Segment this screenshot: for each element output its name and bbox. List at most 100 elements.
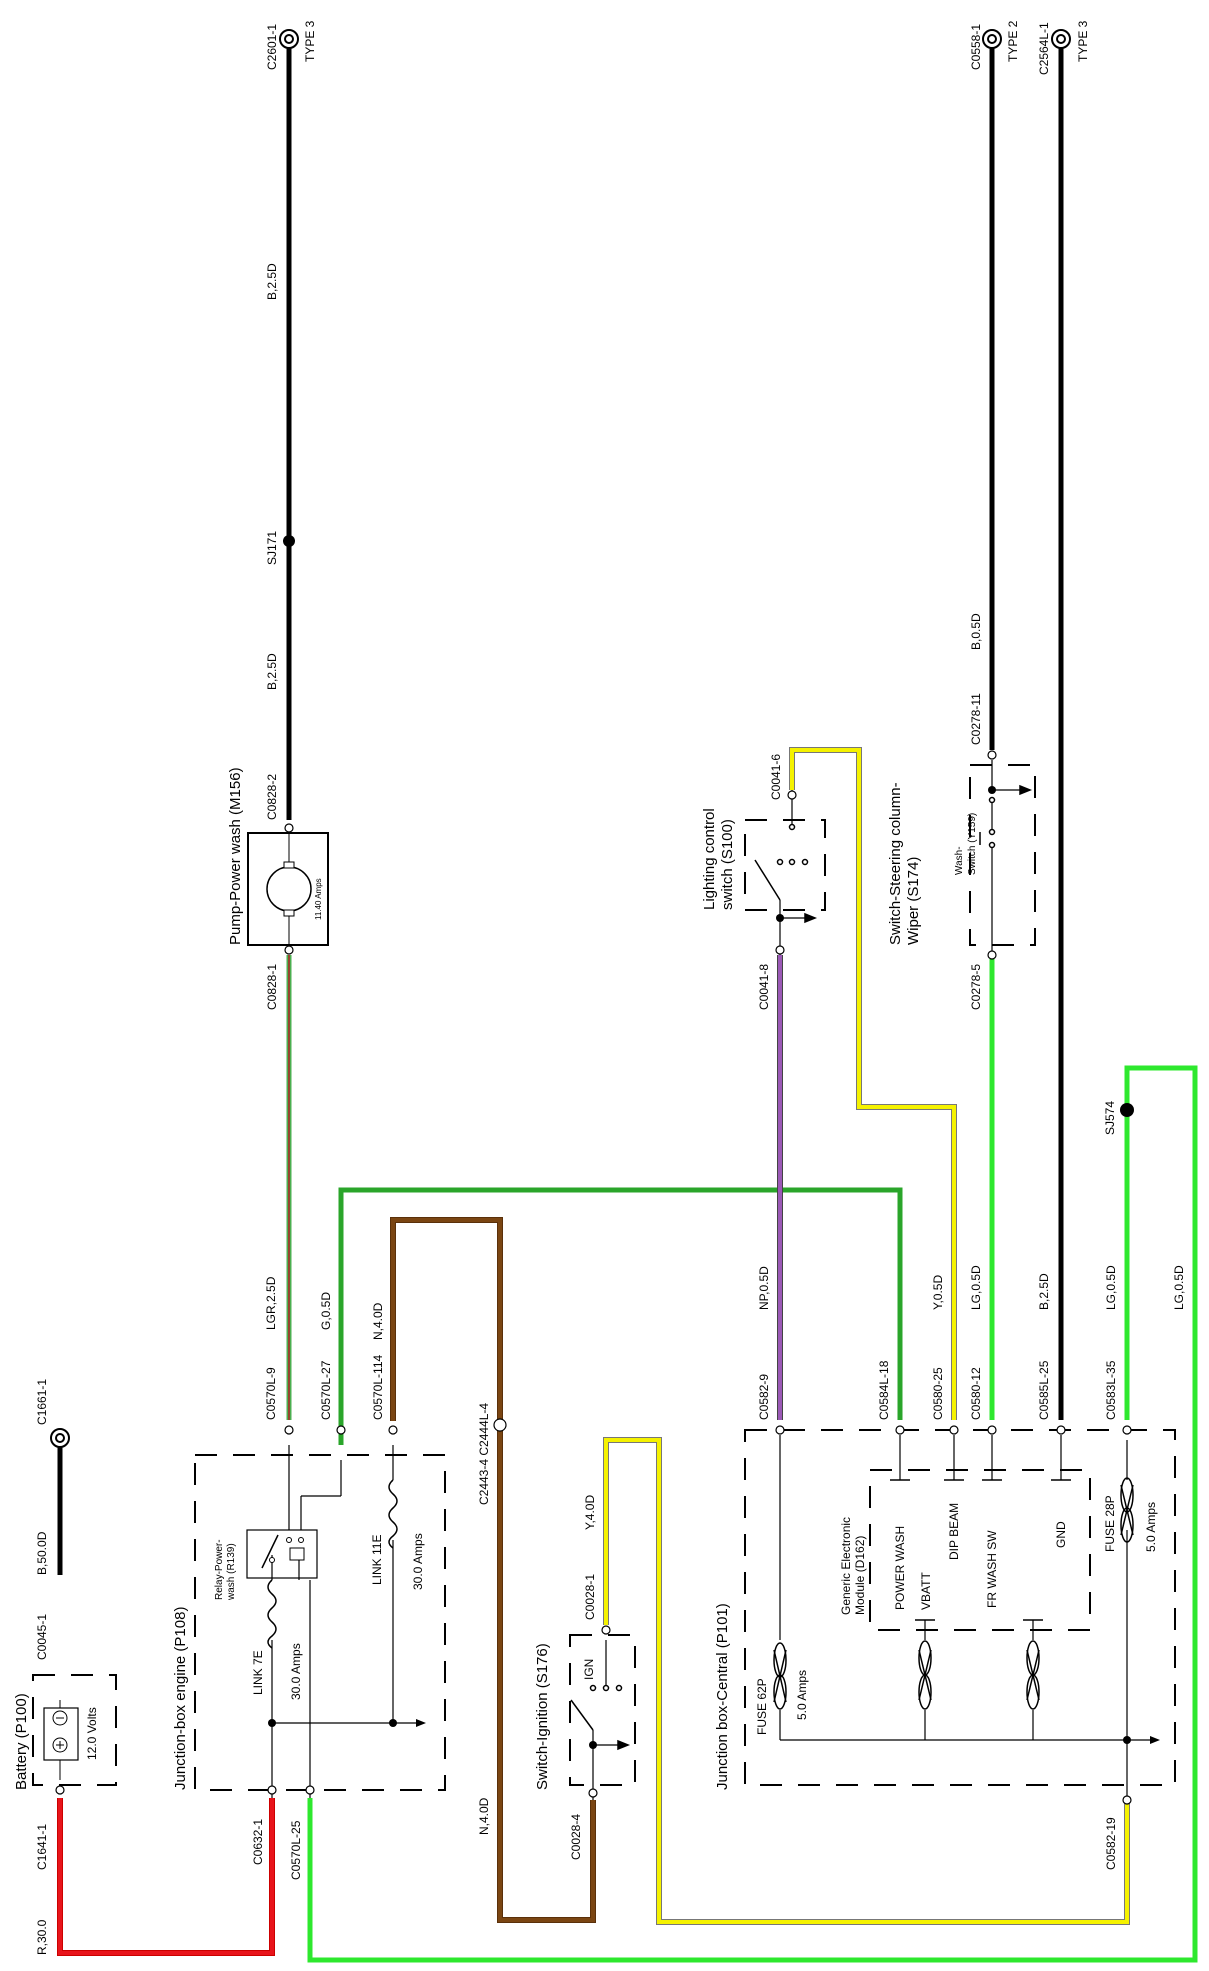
conn-c0041-6: C0041-6 <box>769 754 783 800</box>
labels: Battery (P100) 12.0 Volts Junction-box e… <box>13 20 1186 1955</box>
wire-green-g05 <box>338 1187 903 1445</box>
battery-symbol <box>43 1700 79 1780</box>
conn-type3-a: TYPE 3 <box>303 20 317 62</box>
relay-label-1: Relay-Power- <box>214 1539 225 1600</box>
relay-label-2: wash (R139) <box>226 1543 237 1601</box>
conn-c0583l-35: C0583L-35 <box>1104 1360 1118 1420</box>
conn-c0632-1: C0632-1 <box>251 1819 265 1865</box>
wire-n40-b-label: N,4.0D <box>477 1797 491 1835</box>
connector-pins <box>55 750 1132 1805</box>
conn-c0580-12: C0580-12 <box>969 1367 983 1420</box>
module-pins <box>890 1479 1071 1621</box>
conn-c0570l-27: C0570L-27 <box>319 1360 333 1420</box>
wash-switch-1: Wash- <box>954 846 965 875</box>
fuse62p-rating: 5.0 Amps <box>795 1670 809 1720</box>
module-label-2: Module (D162) <box>853 1536 867 1615</box>
link7e-name: LINK 7E <box>251 1650 265 1695</box>
battery-voltage: 12.0 Volts <box>85 1707 99 1760</box>
conn-c0045-1: C0045-1 <box>35 1614 49 1660</box>
battery-box <box>32 1674 117 1786</box>
wire-g05-label: G,0.5D <box>319 1292 333 1330</box>
conn-c0582-9: C0582-9 <box>757 1374 771 1420</box>
conn-c2564l-1: C2564L-1 <box>1037 22 1051 75</box>
component-boxes <box>32 764 1176 1791</box>
lighting-title-2: switch (S100) <box>719 819 736 910</box>
wire-yellow-y05 <box>789 747 957 1420</box>
conn-c0278-11: C0278-11 <box>969 693 983 745</box>
wire-n40-a-label: N,4.0D <box>371 1302 385 1340</box>
conn-c0570l-9: C0570L-9 <box>264 1367 278 1420</box>
link-7e <box>267 1579 277 1649</box>
wire-lg05-a-label: LG,0.5D <box>969 1265 983 1310</box>
conn-c0558-1: C0558-1 <box>969 24 983 70</box>
wash-switch-2: Switch (Y159) <box>967 813 978 875</box>
conn-c1641-1: C1641-1 <box>35 1824 49 1870</box>
relay-symbol <box>246 1529 318 1579</box>
central-box <box>744 1429 1176 1786</box>
pin-vbatt: VBATT <box>919 1572 933 1610</box>
wire-b05-label: B,0.5D <box>969 613 983 650</box>
fuse28p-rating: 5.0 Amps <box>1144 1502 1158 1552</box>
conn-c1661-1: C1661-1 <box>35 1379 49 1425</box>
splice-sj574 <box>1120 1103 1134 1117</box>
fuse62p-name: FUSE 62P <box>755 1678 769 1735</box>
wire-y05-label: Y,0.5D <box>931 1275 945 1310</box>
conn-c0570l-25: C0570L-25 <box>289 1820 303 1880</box>
pump-title: Pump-Power wash (M156) <box>227 767 244 945</box>
wash-switch <box>979 784 1033 849</box>
pump-motor <box>247 832 329 946</box>
conn-c0584l-18: C0584L-18 <box>877 1360 891 1420</box>
fuse-62p <box>773 1642 787 1710</box>
ignition-title: Switch-Ignition (S176) <box>534 1643 551 1790</box>
internal-lines <box>271 760 1150 1800</box>
lighting-title-1: Lighting control <box>701 808 718 910</box>
wire-lgr25-label: LGR,2.5D <box>264 1276 278 1330</box>
wire-b50-label: B,50.0D <box>35 1531 49 1575</box>
conn-c0028-4: C0028-4 <box>569 1814 583 1860</box>
fuse28p-name: FUSE 28P <box>1103 1495 1117 1552</box>
ignition-box <box>569 1634 636 1786</box>
pin-gnd: GND <box>1054 1521 1068 1548</box>
fuse-module-fr <box>1026 1640 1040 1710</box>
wire-np05-label: NP,0.5D <box>757 1266 771 1310</box>
wire-b25-c-label: B,2.5D <box>265 263 279 300</box>
conn-c2443-4: C2443-4 C2444L-4 <box>477 1403 491 1505</box>
conn-c0828-2: C0828-2 <box>265 774 279 820</box>
conn-type3-b: TYPE 3 <box>1076 20 1090 62</box>
battery-title: Battery (P100) <box>13 1693 30 1790</box>
wire-yellow-y40 <box>603 1437 1130 1925</box>
wire-b25-a-label: B,2.5D <box>1037 1273 1051 1310</box>
conn-type2: TYPE 2 <box>1006 20 1020 62</box>
lighting-switch <box>754 823 818 924</box>
wire-red-r30 <box>57 1798 275 1956</box>
conn-c0585l-25: C0585L-25 <box>1037 1360 1051 1420</box>
pin-fr-wash-sw: FR WASH SW <box>985 1530 999 1608</box>
conn-c0570l-114: C0570L-114 <box>371 1355 385 1420</box>
splice-dots <box>268 535 1134 1749</box>
link7e-rating: 30.0 Amps <box>289 1643 303 1700</box>
steering-title-2: Wiper (S174) <box>905 857 922 945</box>
junction-engine-box <box>194 1454 446 1791</box>
steering-title-1: Switch-Steering column- <box>887 782 904 945</box>
wire-r30-label: R,30.0 <box>35 1919 49 1955</box>
ignition-ign: IGN <box>582 1659 596 1680</box>
fuse-module-vbatt <box>918 1640 932 1710</box>
module-label-1: Generic Electronic <box>839 1517 853 1615</box>
ground-arrows <box>416 1719 1160 1744</box>
lighting-box <box>744 819 826 911</box>
conn-c0028-1: C0028-1 <box>583 1574 597 1620</box>
splice-sj574-label: SJ574 <box>1103 1101 1117 1135</box>
wire-b25-b-label: B,2.5D <box>265 653 279 690</box>
pump-rating: 11.40 Amps <box>314 878 323 920</box>
conn-c0041-8: C0041-8 <box>757 964 771 1010</box>
central-title: Junction box-Central (P101) <box>714 1603 731 1790</box>
junction-engine-title: Junction-box engine (P108) <box>172 1607 189 1790</box>
link11e-name: LINK 11E <box>370 1535 384 1585</box>
link-11e <box>388 1479 398 1549</box>
wires <box>57 40 1198 1963</box>
wire-lg05-b-label: LG,0.5D <box>1104 1265 1118 1310</box>
link11e-rating: 30.0 Amps <box>411 1533 425 1590</box>
conn-c0580-25: C0580-25 <box>931 1367 945 1420</box>
steering-box <box>969 764 1036 946</box>
